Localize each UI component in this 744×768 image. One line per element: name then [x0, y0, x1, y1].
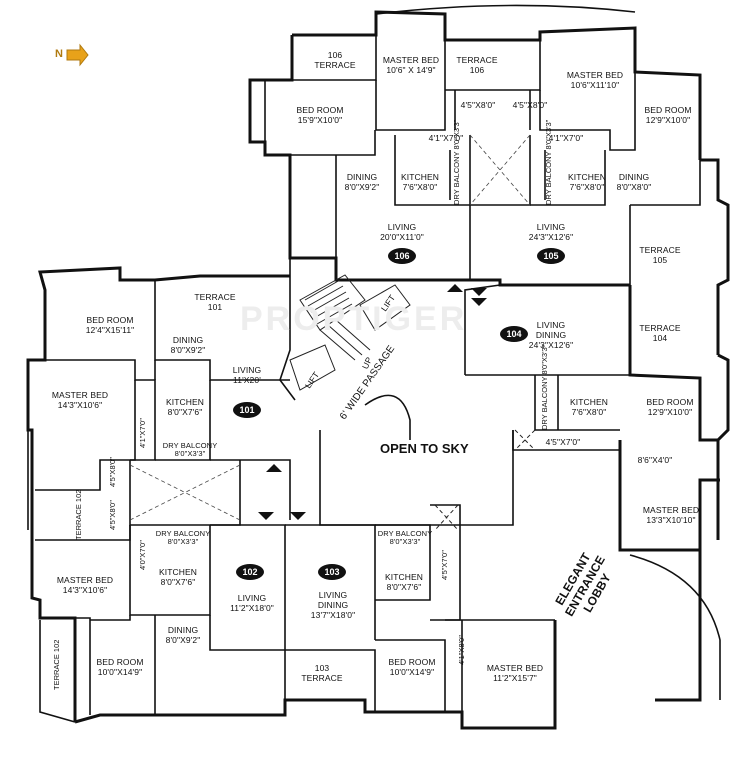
wc-103-label: 4'5"X7'0" — [440, 550, 449, 580]
wc-104-label: 4'5"X7'0" — [545, 437, 581, 447]
wc-101-label: 4'1"X7'0" — [138, 418, 147, 448]
dry-balcony-104-label: DRY BALCONY 8'0"X3'3" — [540, 344, 549, 430]
terrace-102b-label: TERRACE 102 — [52, 639, 61, 690]
flat-106-badge: 106 — [388, 248, 416, 264]
wc-105-label: 4'1"X7'0" — [548, 133, 584, 143]
dry-balcony-106-label: DRY BALCONY 8'0"X3'3" — [452, 119, 461, 205]
north-arrow-icon — [66, 43, 89, 67]
flat-103-badge: 103 — [318, 564, 346, 580]
passage-arc — [364, 394, 411, 440]
passage-102-label: 4'5"X8'0" — [108, 500, 117, 530]
flat-102-badge: 102 — [236, 564, 264, 580]
flat-101-badge: 101 — [233, 402, 261, 418]
shafts — [129, 134, 536, 531]
interior-walls — [35, 35, 701, 715]
outer-walls — [26, 4, 730, 730]
arrow-markers — [258, 284, 487, 520]
staircase — [304, 279, 371, 361]
passage-105-label: 4'5"X8'0" — [512, 100, 548, 110]
open-to-sky-label: OPEN TO SKY — [380, 441, 469, 456]
passage-101-label: 4'5"X8'0" — [108, 457, 117, 487]
wc-106-label: 4'1"X7'0" — [428, 133, 464, 143]
passage-106-label: 4'5"X8'0" — [460, 100, 496, 110]
flat-105-badge: 105 — [537, 248, 565, 264]
wc-103b-label: 4'1"X8'0" — [457, 635, 466, 665]
dry-balcony-105-label: DRY BALCONY 8'0"X3'3" — [544, 119, 553, 205]
terrace-102-label: TERRACE 102 — [74, 489, 83, 540]
watermark: PROPTIGER — [240, 300, 468, 338]
flat-104-badge: 104 — [500, 326, 528, 342]
wc-102-label: 4'0"X7'0" — [138, 540, 147, 570]
passage-104-label: 8'6"X4'0" — [637, 455, 673, 465]
north-label: N — [55, 48, 63, 60]
